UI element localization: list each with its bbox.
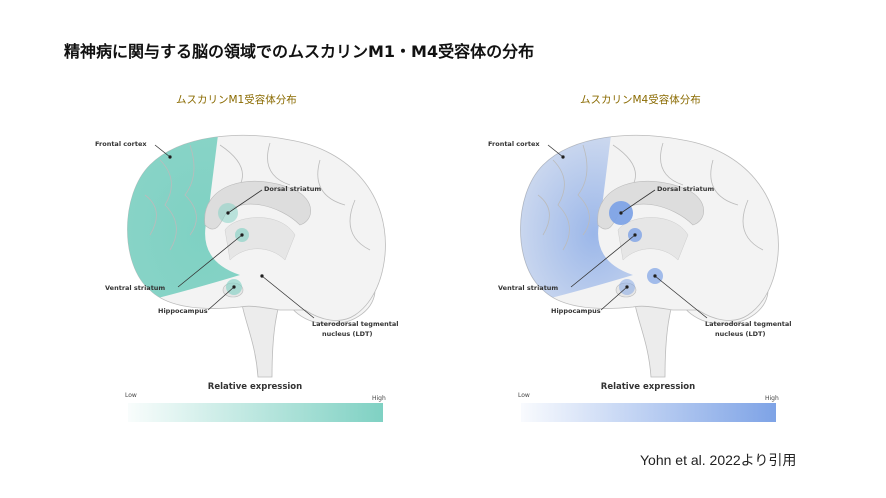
- m1-panel-title: ムスカリンM1受容体分布: [176, 94, 297, 106]
- label-ldt-line2: nucleus (LDT): [715, 330, 765, 338]
- legend-low: Low: [125, 392, 137, 399]
- legend-high: High: [765, 395, 779, 402]
- label-ldt-line1: Laterodorsal tegmental: [705, 320, 791, 328]
- legend-low: Low: [518, 392, 530, 399]
- label-ventral-striatum: Ventral striatum: [105, 284, 165, 292]
- frontal-cortex-region: [520, 135, 633, 300]
- frontal-cortex-region: [127, 135, 240, 300]
- legend-gradient-bar: [521, 403, 776, 422]
- citation: Yohn et al. 2022より引用: [640, 452, 797, 468]
- legend-gradient-bar: [128, 403, 383, 422]
- label-dorsal-striatum: Dorsal striatum: [264, 185, 321, 193]
- m4-brain-diagram: Frontal cortex Dorsal striatum Ventral s…: [483, 85, 793, 430]
- m1-brain-diagram: Frontal cortex Dorsal striatum Ventral s…: [90, 85, 400, 430]
- label-ldt-line1: Laterodorsal tegmental: [312, 320, 398, 328]
- leader-lines: [154, 144, 315, 319]
- label-ldt-line2: nucleus (LDT): [322, 330, 372, 338]
- label-hippocampus: Hippocampus: [551, 307, 601, 315]
- label-dorsal-striatum: Dorsal striatum: [657, 185, 714, 193]
- legend-title: Relative expression: [208, 382, 302, 392]
- brain-svg: Frontal cortex Dorsal striatum Ventral s…: [95, 134, 398, 422]
- m4-panel-title: ムスカリンM4受容体分布: [580, 94, 701, 106]
- brain-svg: Frontal cortex Dorsal striatum Ventral s…: [488, 134, 791, 422]
- slide-title: 精神病に関与する脳の領域でのムスカリンM1・M4受容体の分布: [64, 42, 535, 61]
- label-frontal-cortex: Frontal cortex: [95, 140, 147, 148]
- label-ventral-striatum: Ventral striatum: [498, 284, 558, 292]
- legend-high: High: [372, 395, 386, 402]
- label-frontal-cortex: Frontal cortex: [488, 140, 540, 148]
- leader-lines: [547, 144, 708, 319]
- legend-title: Relative expression: [601, 382, 695, 392]
- label-hippocampus: Hippocampus: [158, 307, 208, 315]
